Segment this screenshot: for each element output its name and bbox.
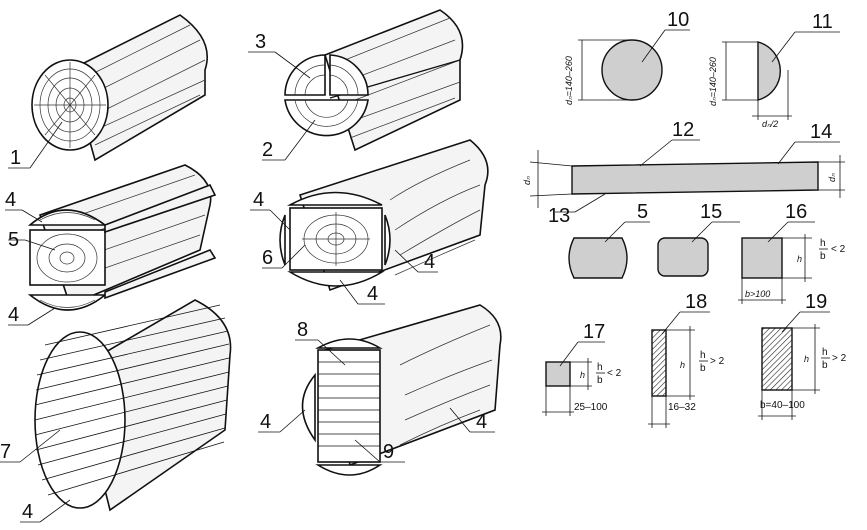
ratio16-den: b [820,251,826,262]
label-13: 13 [548,205,570,227]
section-18: h h b > 2 16–32 18 [648,291,725,428]
ratio19-den: b [822,360,828,371]
dim-h16: h [797,254,802,264]
label-3: 3 [255,31,266,53]
label-4d: 4 [424,251,435,273]
ratio19-op: > 2 [832,353,847,364]
label-5-section: 5 [637,201,648,223]
section-16: h h b < 2 b>100 16 [738,201,846,304]
label-5: 5 [8,229,19,251]
dim-h19: h [804,354,809,364]
label-17: 17 [583,321,605,343]
dim-d11: dₙ=140–260 [708,57,718,106]
label-14: 14 [810,121,832,143]
section-5: 5 [568,201,650,279]
log-figure [31,14,209,162]
dim-b16: b>100 [745,289,770,299]
ratio16-op: < 2 [831,244,846,255]
boards-log-figure [34,299,232,512]
split-log-figure [284,9,464,152]
label-18: 18 [685,291,707,313]
label-15: 15 [700,201,722,223]
label-16: 16 [785,201,807,223]
callouts: 1 3 2 4 5 4 4 6 4 4 [0,31,495,523]
dim-b18: 16–32 [668,402,696,413]
ratio17-den: b [597,375,603,386]
pole-section-12-14: dₙ dₙ 12 13 14 [522,119,845,227]
label-19: 19 [805,291,827,313]
label-9: 9 [383,441,394,463]
dim-d12-right: dₙ [827,173,837,182]
beam-boards-figure [301,304,502,476]
two-edge-beam-figure [27,164,217,311]
label-12: 12 [672,119,694,141]
dim-b19: b=40–100 [760,400,805,411]
label-4f: 4 [22,501,33,523]
ratio19-num: h [822,347,828,358]
section-17: h h b < 2 25–100 17 [542,321,622,416]
label-2: 2 [262,139,273,161]
section-19: h h b > 2 b=40–100 19 [758,291,847,420]
dim-d12-left: dₙ [522,176,532,185]
ratio18-num: h [700,350,706,361]
label-4g: 4 [260,411,271,433]
label-4a: 4 [5,189,16,211]
label-6: 6 [262,247,273,269]
dim-h17: h [580,370,585,380]
label-4h: 4 [476,411,487,433]
label-10: 10 [667,9,689,31]
half-round-section-11: dₙ=140–260 dₙ/2 11 [708,11,840,129]
dim-h18: h [680,360,685,370]
ratio16-num: h [820,238,826,249]
ratio17-op: < 2 [607,368,622,379]
label-4b: 4 [8,304,19,326]
round-section-10: dₙ=140–260 10 [564,9,690,105]
ratio17-num: h [597,362,603,373]
dim-b17: 25–100 [574,402,608,413]
label-7: 7 [0,441,11,463]
section-15: 15 [657,201,740,277]
ratio18-op: > 2 [710,356,725,367]
label-4c: 4 [253,189,264,211]
label-8: 8 [297,319,308,341]
label-4e: 4 [367,283,378,305]
ratio18-den: b [700,363,706,374]
label-1: 1 [10,147,21,169]
four-edge-beam-figure [279,139,489,292]
label-11: 11 [812,11,833,33]
dim-d11-half: dₙ/2 [762,119,778,129]
dim-d10: dₙ=140–260 [564,56,574,105]
